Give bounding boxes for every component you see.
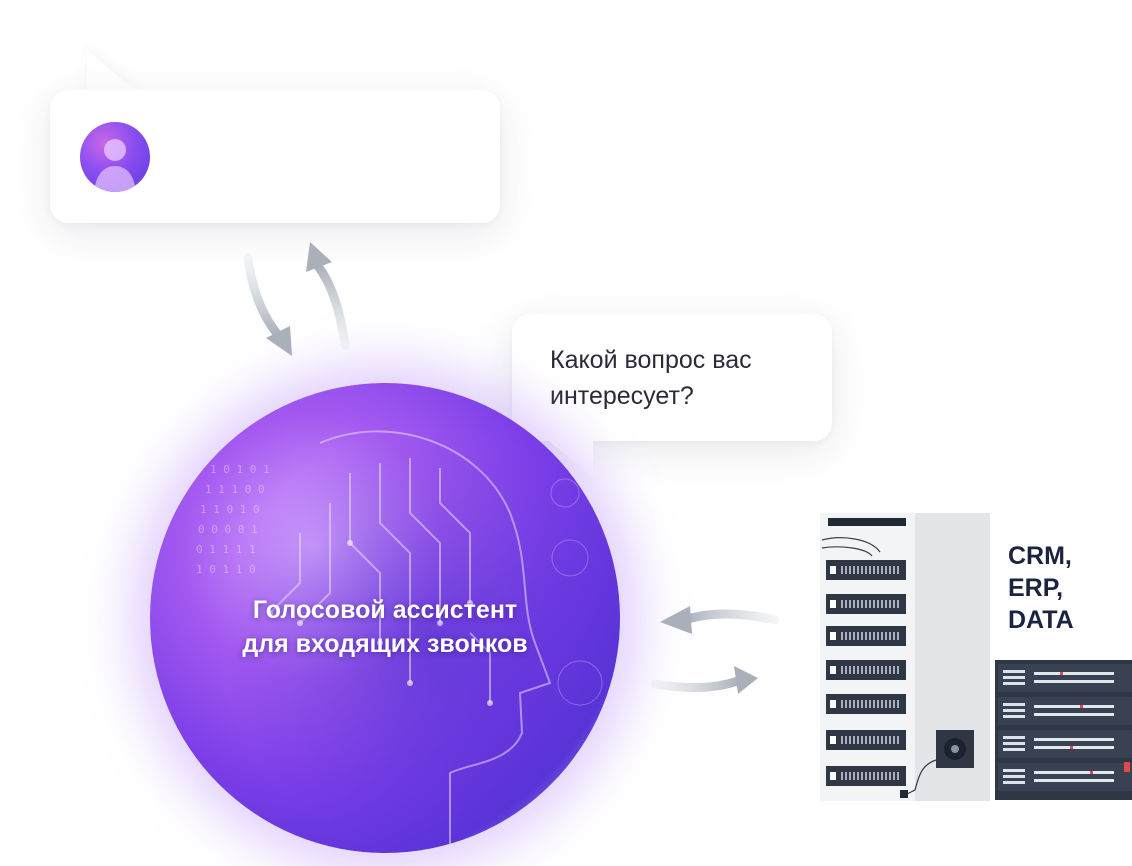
svg-text:0 0 0 0 1: 0 0 0 0 1 bbox=[198, 523, 258, 536]
reply-text: Какой вопрос вас интересует? bbox=[550, 346, 752, 410]
assistant-title-line1: Голосовой ассистент bbox=[252, 596, 518, 624]
server-label: CRM, ERP, DATA bbox=[1008, 542, 1074, 634]
circuit-head-icon: 1 0 1 0 1 1 1 1 0 0 1 1 0 1 0 0 0 0 0 1 … bbox=[196, 430, 603, 853]
assistant-title-line2: для входящих звонков bbox=[242, 630, 528, 658]
user-avatar-icon bbox=[80, 122, 150, 192]
svg-text:1 0 1 0 1: 1 0 1 0 1 bbox=[210, 463, 270, 476]
svg-text:1 1 1 0 0: 1 1 1 0 0 bbox=[205, 483, 265, 496]
assistant-reply-bubble: Какой вопрос вас интересует? bbox=[512, 314, 832, 441]
ai-sphere: 1 0 1 0 1 1 1 1 0 0 1 1 0 1 0 0 0 0 0 1 … bbox=[150, 383, 620, 853]
svg-text:0 1 1 1 1: 0 1 1 1 1 bbox=[196, 543, 256, 556]
svg-text:1 0 1 1 0: 1 0 1 1 0 bbox=[196, 563, 256, 576]
user-card-tail bbox=[87, 50, 137, 92]
svg-text:1 1 0 1 0: 1 1 0 1 0 bbox=[200, 503, 260, 516]
assistant-title: Голосовой ассистент для входящих звонков bbox=[0, 593, 770, 661]
user-speech-card bbox=[50, 90, 500, 223]
